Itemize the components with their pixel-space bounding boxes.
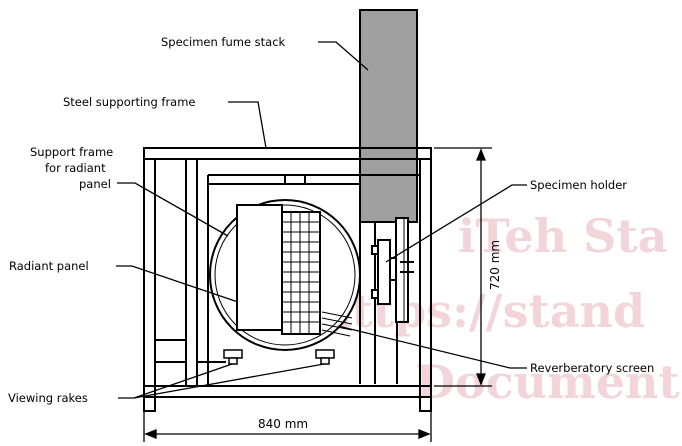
viewing-rakes bbox=[223, 349, 335, 365]
watermark-line-3: Document bbox=[415, 355, 680, 409]
label-support-frame-line-3: panel bbox=[79, 177, 111, 191]
height-dimension bbox=[434, 147, 492, 387]
label-radiant-panel: Radiant panel bbox=[9, 259, 89, 273]
width-dimension bbox=[143, 412, 432, 442]
leader-lines bbox=[116, 41, 527, 399]
height-dimension-label: 720 mm bbox=[488, 240, 502, 290]
watermark: iTeh Sta https://stand Document bbox=[318, 209, 680, 409]
label-viewing-rakes: Viewing rakes bbox=[8, 391, 88, 405]
fume-stack bbox=[359, 9, 418, 223]
reverberatory-screen bbox=[321, 311, 353, 337]
width-dimension-label: 840 mm bbox=[258, 417, 308, 431]
radiant-panel-support-ring-inner bbox=[214, 204, 356, 346]
label-reverberatory-screen: Reverberatory screen bbox=[530, 361, 654, 375]
label-steel-supporting-frame: Steel supporting frame bbox=[63, 95, 196, 109]
watermark-line-1: iTeh Sta bbox=[458, 209, 667, 263]
radiant-panel bbox=[236, 204, 321, 335]
label-support-frame-line-2: for radiant bbox=[45, 161, 106, 175]
label-support-frame-line-1: Support frame bbox=[30, 145, 113, 159]
label-specimen-fume-stack: Specimen fume stack bbox=[161, 35, 286, 49]
label-specimen-holder: Specimen holder bbox=[530, 178, 627, 192]
